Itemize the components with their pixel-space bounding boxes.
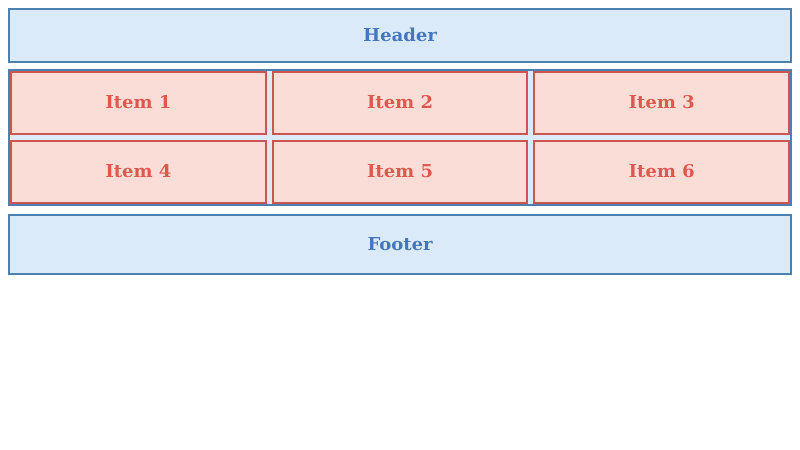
- grid-item-5: Item 5: [271, 140, 529, 204]
- page: Header Item 1 Item 2 Item 3 Item 4 Item …: [8, 8, 792, 275]
- header-bar: Header: [8, 8, 792, 63]
- grid-item-2: Item 2: [271, 71, 529, 135]
- grid-item-3: Item 3: [533, 71, 790, 135]
- grid-item-4: Item 4: [10, 140, 267, 204]
- grid-item-6: Item 6: [533, 140, 790, 204]
- footer-bar: Footer: [8, 214, 792, 275]
- grid-item-1: Item 1: [10, 71, 267, 135]
- grid-container: Item 1 Item 2 Item 3 Item 4 Item 5 Item …: [8, 69, 792, 206]
